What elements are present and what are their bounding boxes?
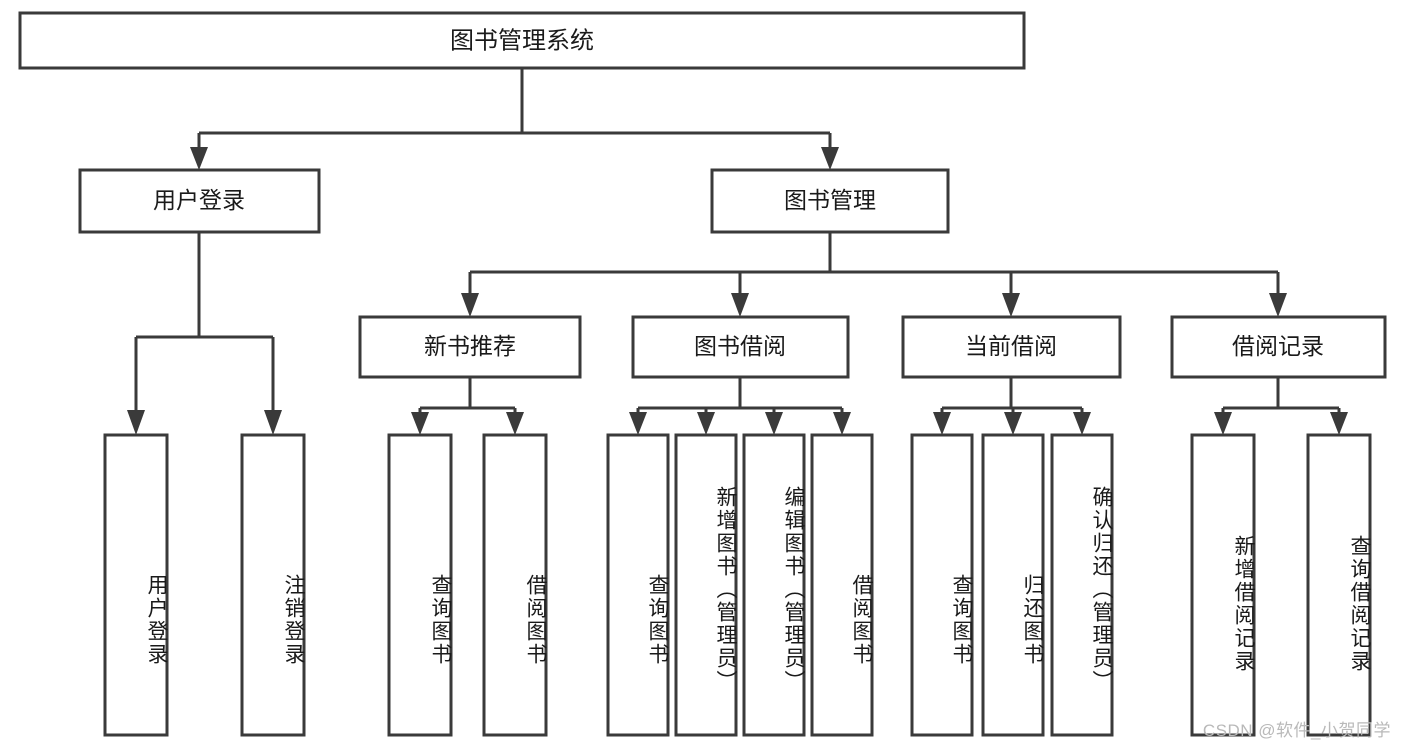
arrow-head-book-borrow — [731, 293, 749, 317]
arrow-head-user-login — [190, 147, 208, 170]
arrow-head-borrow-record — [1269, 293, 1287, 317]
leaf-box-borrow-book-rec[interactable] — [482, 433, 548, 737]
node-book-borrow-box[interactable] — [631, 315, 850, 379]
node-user-login[interactable]: 用户登录 — [78, 168, 321, 234]
leaf-layer — [103, 433, 1372, 737]
node-root-box[interactable] — [18, 11, 1026, 70]
node-borrow-record[interactable]: 借阅记录 — [1170, 315, 1387, 379]
arrow-head-record-leaf-1 — [1214, 412, 1232, 435]
arrow-head-new-book-rec — [461, 293, 479, 317]
node-root[interactable]: 图书管理系统 — [18, 11, 1026, 70]
leaf-box-add-book[interactable] — [674, 433, 738, 737]
arrow-head-borrow-leaf-1 — [629, 412, 647, 435]
leaf-box-logout[interactable] — [240, 433, 306, 737]
node-current-borrow-label: 当前借阅 — [965, 333, 1057, 359]
arrow-head-current-leaf-1 — [933, 412, 951, 435]
leaf-box-add-borrow-rec[interactable] — [1190, 433, 1256, 737]
node-new-book-recommend-label: 新书推荐 — [424, 333, 516, 359]
node-current-borrow[interactable]: 当前借阅 — [901, 315, 1122, 379]
arrow-head-borrow-leaf-3 — [765, 412, 783, 435]
node-book-borrow-label: 图书借阅 — [694, 333, 786, 359]
leaf-box-user-login[interactable] — [103, 433, 169, 737]
node-book-borrow[interactable]: 图书借阅 — [631, 315, 850, 379]
node-new-book-recommend-box[interactable] — [358, 315, 582, 379]
node-book-management-box[interactable] — [710, 168, 950, 234]
node-user-login-box[interactable] — [78, 168, 321, 234]
node-root-label: 图书管理系统 — [450, 27, 594, 54]
arrow-head-current-leaf-2 — [1004, 412, 1022, 435]
arrow-head-leaf-logout — [264, 410, 282, 435]
node-user-login-label: 用户登录 — [153, 187, 245, 213]
leaf-box-query-borrow-rec[interactable] — [1306, 433, 1372, 737]
leaf-box-return-book[interactable] — [981, 433, 1045, 737]
leaf-box-query-book-rec[interactable] — [387, 433, 453, 737]
leaf-box-query-book-cur[interactable] — [910, 433, 974, 737]
node-book-management[interactable]: 图书管理 — [710, 168, 950, 234]
arrow-head-book-mgmt — [821, 147, 839, 170]
node-borrow-record-box[interactable] — [1170, 315, 1387, 379]
node-new-book-recommend[interactable]: 新书推荐 — [358, 315, 582, 379]
arrow-head-borrow-leaf-2 — [697, 412, 715, 435]
arrow-head-newbook-leaf-1 — [411, 412, 429, 435]
arrow-head-borrow-leaf-4 — [833, 412, 851, 435]
arrow-head-current-leaf-3 — [1073, 412, 1091, 435]
csdn-watermark: CSDN @软件_小贺同学 — [1202, 721, 1391, 740]
node-borrow-record-label: 借阅记录 — [1232, 333, 1324, 359]
leaf-box-edit-book[interactable] — [742, 433, 806, 737]
leaf-box-query-book-bor[interactable] — [606, 433, 670, 737]
connector-layer — [127, 68, 1348, 435]
leaf-box-confirm-return[interactable] — [1050, 433, 1114, 737]
leaf-box-borrow-book-bor[interactable] — [810, 433, 874, 737]
node-book-management-label: 图书管理 — [784, 187, 876, 213]
node-current-borrow-box[interactable] — [901, 315, 1122, 379]
arrow-head-newbook-leaf-2 — [506, 412, 524, 435]
arrow-head-leaf-user-login — [127, 410, 145, 435]
arrow-head-current-borrow — [1002, 293, 1020, 317]
arrow-head-record-leaf-2 — [1330, 412, 1348, 435]
